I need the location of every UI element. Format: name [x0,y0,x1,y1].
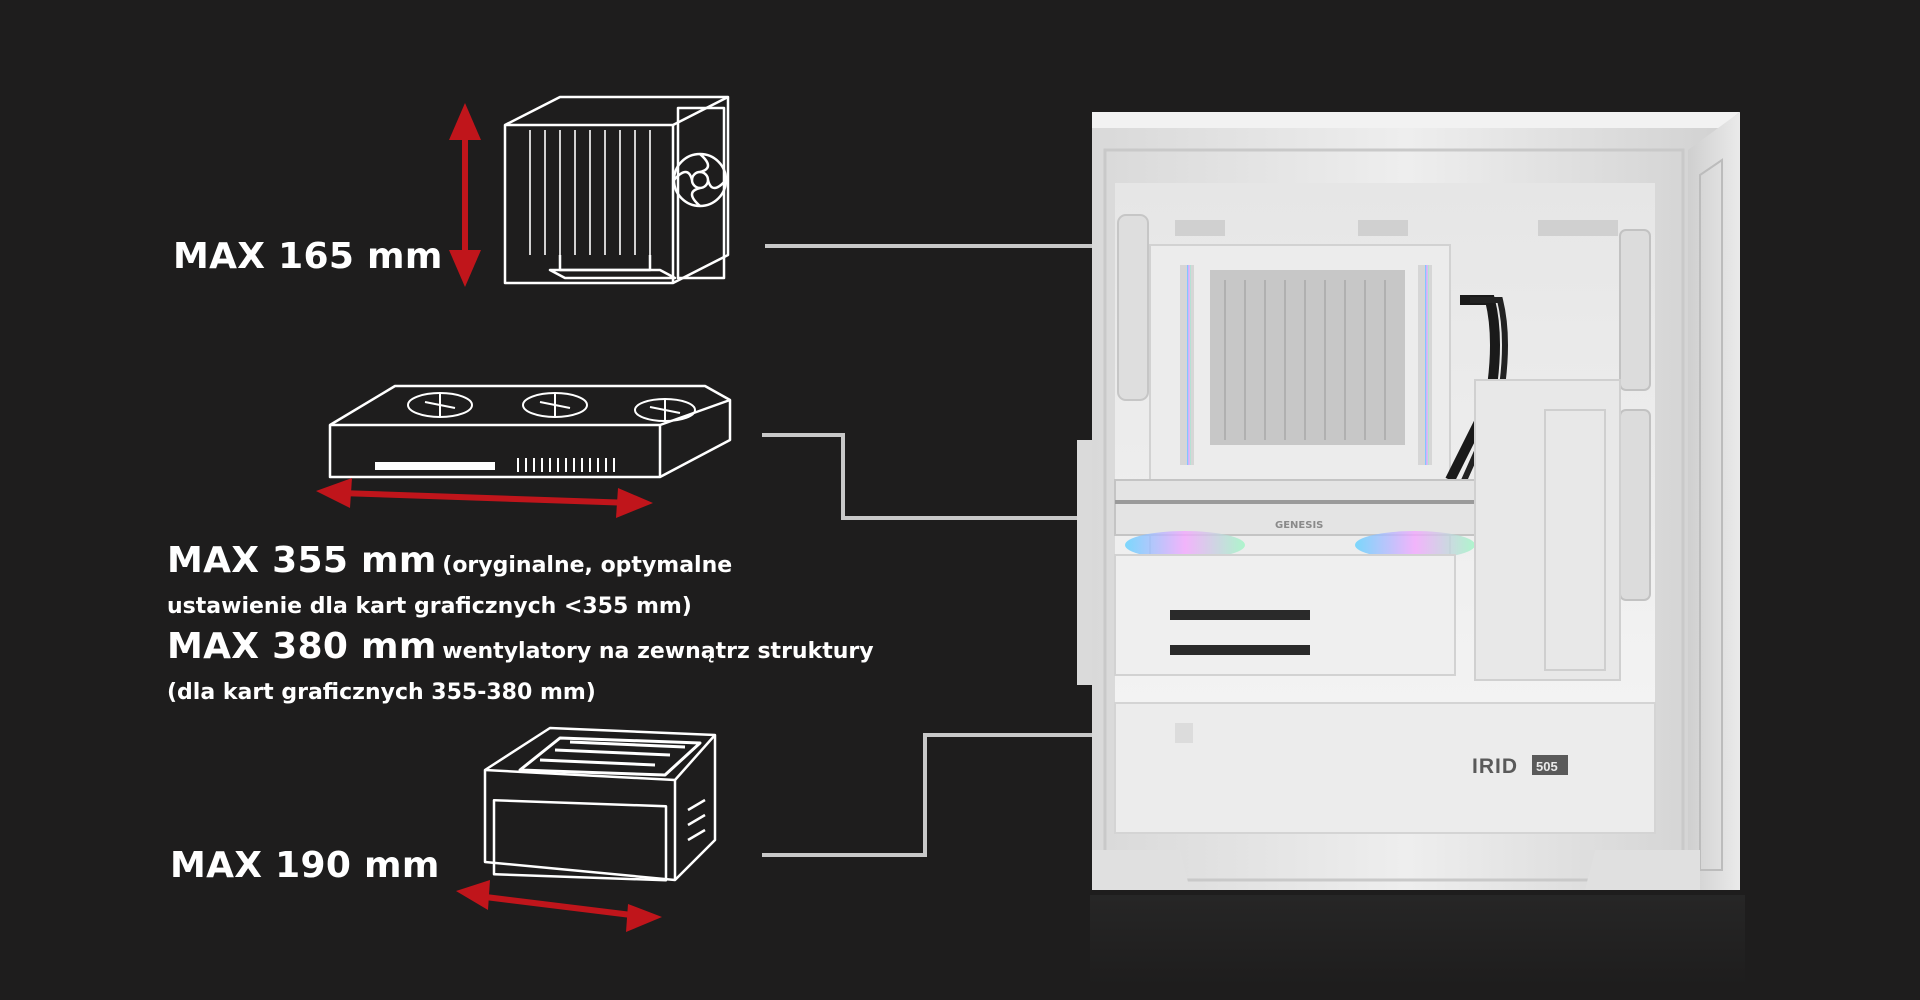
gpu-note-line-3: wentylatory na zewnątrz struktury [442,639,874,664]
gpu-note-line-4: (dla kart graficznych 355-380 mm) [167,680,596,705]
psu-connector-line [762,733,1190,857]
gpu-max-length-label-2: MAX 380 mm [167,626,437,667]
cpu-tower-cooler-icon [503,95,730,285]
gpu-brand-logo: GENESIS [1275,520,1323,531]
height-arrow-icon [449,103,481,287]
case-brand-text: IRID [1472,755,1518,778]
gpu-note-line-2: ustawienie dla kart graficznych <355 mm) [167,594,692,619]
psu-max-length-label: MAX 190 mm [170,845,440,886]
gpu-connector-line [762,433,1108,520]
gpu-spec-block: MAX 355 mm (oryginalne, optymalne ustawi… [167,541,887,713]
case-brand-logo: IRID 505 [1472,755,1568,778]
power-supply-icon [483,726,717,882]
gpu-max-length-label: MAX 355 mm [167,540,437,581]
gpu-length-arrow-icon [316,478,653,518]
gpu-note-line-1: (oryginalne, optymalne [442,553,733,578]
graphics-card-icon [328,384,732,479]
case-model-badge: 505 [1536,759,1558,774]
pc-case-illustration: GENESIS IRID 505 [1077,112,1745,985]
gpu-logo-text: GENESIS [1275,520,1323,531]
cooler-max-height-label: MAX 165 mm [173,236,443,277]
psu-length-arrow-icon [456,880,662,932]
